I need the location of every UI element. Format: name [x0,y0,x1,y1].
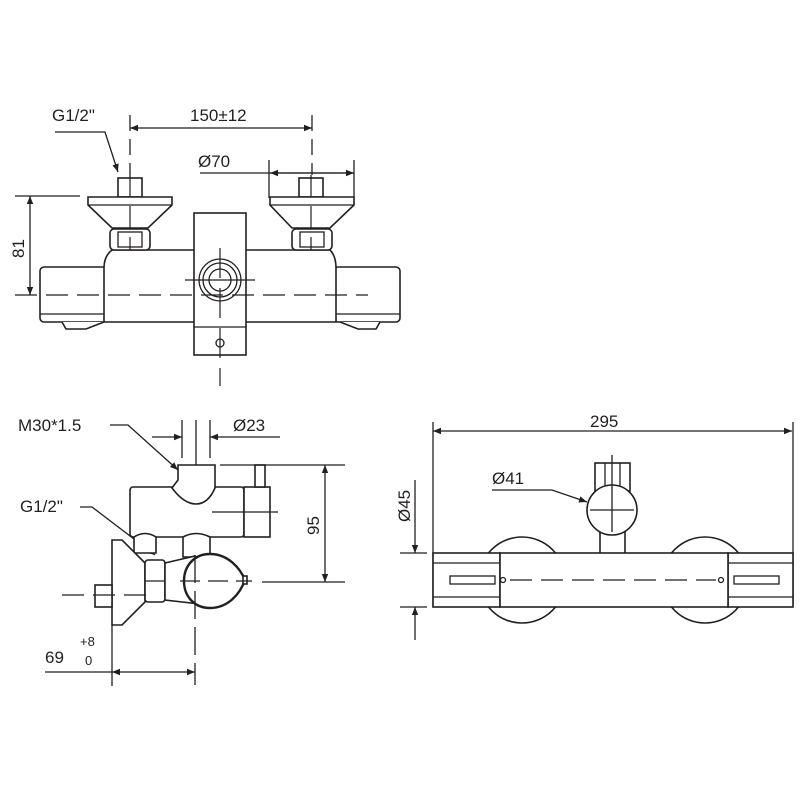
cap-slot [449,575,496,585]
left-cap-tab [61,321,105,330]
depth-label: 69 [45,648,64,667]
outlet-diameter-label: Ø23 [233,416,265,435]
right-cap-tab [339,321,381,330]
outlet-thread-label: M30*1.5 [18,416,81,435]
depth-tolerance-upper: +8 [80,634,95,649]
screw [499,576,507,584]
top-view: 295 Ø41 Ø45 [395,412,794,640]
connector [133,532,157,554]
side-height-label: 95 [304,516,323,535]
handle-tip [242,575,248,585]
screw [717,576,725,584]
front-height-label: 81 [9,239,28,258]
inlet-spacing-label: 150±12 [190,106,247,125]
outlet-thread-leader [110,424,179,471]
right-nut [291,228,333,251]
side-view: M30*1.5 Ø23 95 G1/2" [18,416,345,686]
top-left-end-cap [432,552,501,608]
side-inlet-thread-label: G1/2" [20,497,63,516]
cap-slot [733,575,780,585]
right-wall-flange [269,196,355,229]
front-inlet-thread-label: G1/2" [52,106,95,125]
body-diameter-label: Ø45 [395,490,414,522]
width-label: 295 [590,412,618,431]
nut-face [299,231,325,248]
flange-diameter-label: Ø70 [198,152,230,171]
top-right-end-cap [727,552,794,608]
side-inlet-stem [94,584,113,608]
depth-tolerance-lower: 0 [85,653,92,668]
knob-diameter-label: Ø41 [492,469,524,488]
knob-diameter-leader [492,489,588,503]
side-rod [254,464,266,488]
outlet-nipple [170,464,216,505]
front-inlet-leader [55,131,119,173]
front-view: G1/2" 150±12 Ø70 81 [9,106,401,386]
